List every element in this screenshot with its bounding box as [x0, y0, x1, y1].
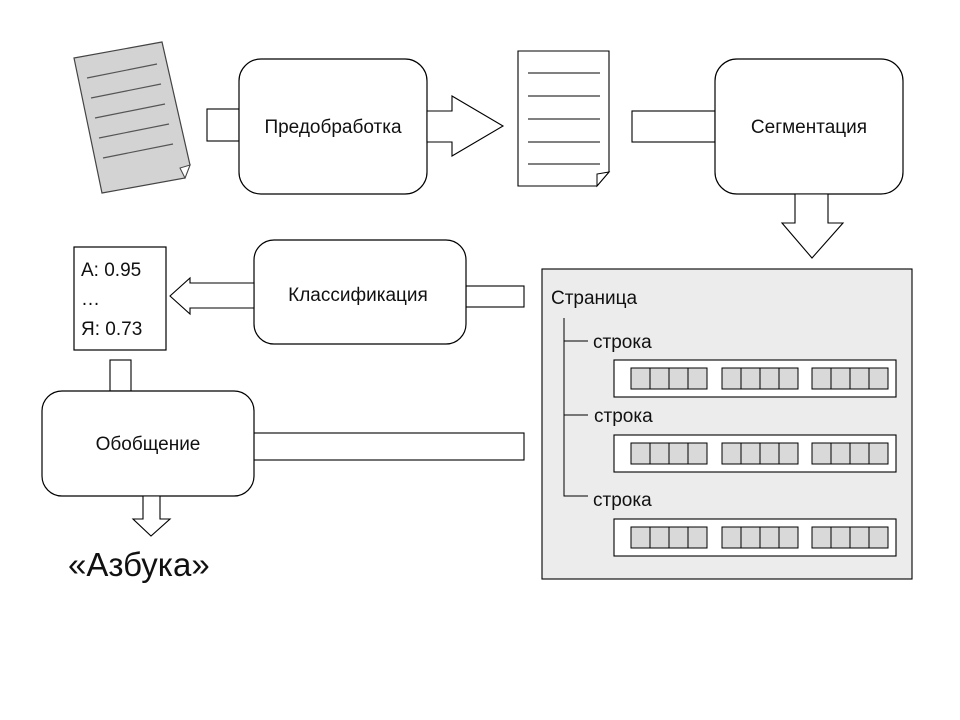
row-2-strip [613, 434, 897, 473]
row-1-strip [613, 359, 897, 398]
classification-box: Классификация [253, 239, 467, 345]
page-title: Страница [551, 288, 638, 309]
score-line-3: Я: 0.73 [81, 319, 142, 340]
arrow-segmentation-to-page [780, 193, 845, 259]
generalization-box: Обобщение [41, 390, 255, 497]
clean-document-icon [517, 50, 611, 188]
connector-page-to-classification [465, 285, 525, 308]
score-line-1: А: 0.95 [81, 260, 141, 281]
classification-label: Классификация [288, 285, 428, 306]
arrow-generalization-to-result [131, 495, 172, 537]
score-line-2: … [81, 289, 100, 310]
connector-scores-to-generalization [109, 359, 132, 392]
segmentation-label: Сегментация [751, 117, 867, 138]
result-word: «Азбука» [68, 546, 210, 583]
arrow-classification-to-scores [169, 276, 255, 316]
connector-doc-to-preprocessing [206, 108, 240, 142]
connector-page-to-generalization [252, 432, 525, 461]
row-3-strip [613, 518, 897, 557]
arrow-preprocessing-to-clean-doc [426, 95, 505, 157]
preprocessing-box: Предобработка [238, 58, 428, 195]
page-tree-line [563, 318, 588, 497]
row-label-2: строка [594, 406, 653, 427]
generalization-label: Обобщение [96, 434, 201, 455]
segmentation-box: Сегментация [714, 58, 904, 195]
scores-box: А: 0.95 … Я: 0.73 [73, 246, 167, 351]
connector-clean-doc-to-segmentation [631, 110, 716, 143]
row-label-3: строка [593, 490, 652, 511]
scanned-document-icon [73, 41, 191, 194]
preprocessing-label: Предобработка [264, 117, 402, 138]
page-panel: Страница строка строка [541, 268, 913, 580]
row-label-1: строка [593, 332, 652, 353]
